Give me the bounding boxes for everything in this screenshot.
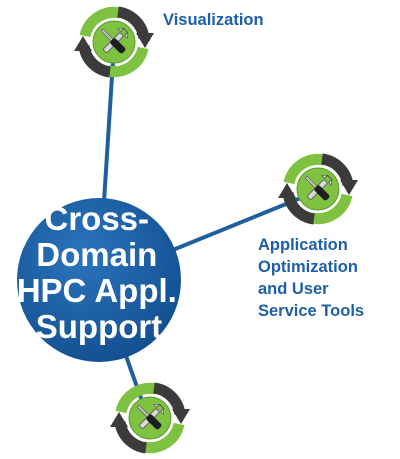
node-label-line: Visualization [163, 11, 264, 29]
hub-line-1: Cross- [45, 200, 150, 237]
node-label-line: Service Tools [258, 302, 364, 320]
tools-recycle-icon [74, 12, 154, 72]
hub-circle [17, 198, 181, 362]
tools-recycle-icon [278, 159, 358, 219]
hub-line-2: Domain [36, 236, 157, 273]
hub-line-4: Support [36, 308, 162, 345]
hub-text: Cross- Domain HPC Appl. Support [17, 200, 182, 345]
node-label-line: Application [258, 236, 348, 254]
hub-line-3: HPC Appl. [17, 272, 177, 309]
node-label-line: Optimization [258, 258, 358, 276]
node-label-visualization: Visualization [163, 11, 264, 29]
node-label-line: and User [258, 280, 329, 298]
node-label-app-optimization: Application Optimization and User Servic… [258, 236, 364, 320]
tools-recycle-icon [110, 388, 190, 448]
